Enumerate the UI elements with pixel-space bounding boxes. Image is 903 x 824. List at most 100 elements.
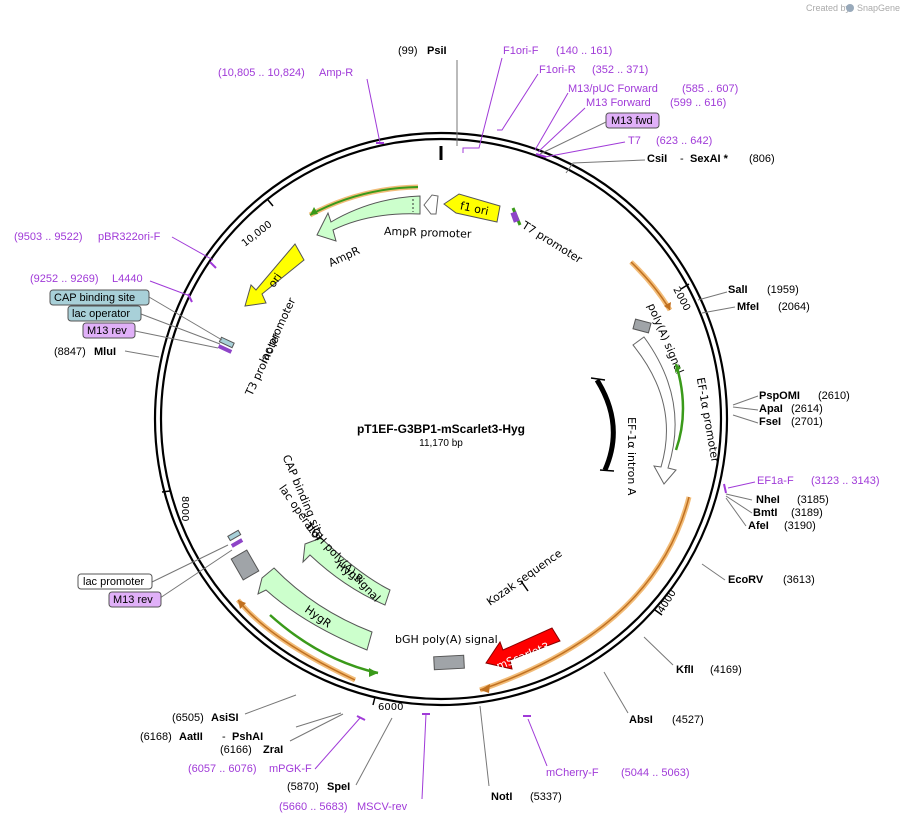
- hygr-arrow-2[interactable]: [257, 567, 373, 651]
- mpgk-primer-pos: (6057 .. 6076): [188, 763, 257, 775]
- snapgene-brand[interactable]: SnapGene: [857, 3, 900, 13]
- mfei-name[interactable]: MfeI: [737, 301, 759, 313]
- ampr-primer-name[interactable]: Amp-R: [319, 67, 353, 79]
- bmti-name[interactable]: BmtI: [753, 507, 777, 519]
- psii-name[interactable]: PsiI: [427, 45, 447, 57]
- m13-rev-box-bottom[interactable]: [108, 591, 162, 608]
- bgh-polya-box[interactable]: [433, 654, 465, 671]
- fsei-name[interactable]: FseI: [759, 416, 781, 428]
- pbr322-primer-pos: (9503 .. 9522): [14, 231, 83, 243]
- afei-name[interactable]: AfeI: [748, 520, 769, 532]
- psii-pos: (99): [398, 45, 418, 57]
- mcherry-primer-pos: (5044 .. 5063): [621, 767, 690, 779]
- noti-pos: (5337): [530, 791, 562, 803]
- asisi-name[interactable]: AsiSI: [211, 712, 239, 724]
- spei-pos: (5870): [287, 781, 319, 793]
- ef1a-primer-pos: (3123 .. 3143): [811, 475, 880, 487]
- nhei-pos: (3185): [797, 494, 829, 506]
- polya-box[interactable]: [632, 318, 652, 334]
- ef1a-primer-name[interactable]: EF1a-F: [757, 475, 794, 487]
- m13puc-pos: (585 .. 607): [682, 83, 738, 95]
- zrai-name[interactable]: ZraI: [263, 744, 283, 756]
- pshai-name[interactable]: PshAI: [232, 731, 263, 743]
- f1-ori-arrow[interactable]: [443, 193, 501, 223]
- aatii-sep: -: [222, 731, 226, 743]
- hygr-arrow-1[interactable]: [302, 537, 391, 606]
- tick-10000: 10,000: [240, 219, 274, 249]
- ampr-arrow[interactable]: [316, 195, 421, 242]
- m13puc-name[interactable]: M13/pUC Forward: [568, 83, 658, 95]
- apai-name[interactable]: ApaI: [759, 403, 783, 415]
- plasmid-size: 11,170 bp: [419, 438, 463, 449]
- ef1a-intron-label: EF-1α intron A: [625, 417, 638, 496]
- ampr-label: AmpR: [327, 244, 363, 270]
- cap-binding-box-top[interactable]: [49, 289, 150, 306]
- ecorv-pos: (3613): [783, 574, 815, 586]
- ef1a-intron-arc[interactable]: [594, 378, 616, 472]
- ef1a-promoter-label: EF-1α promoter: [694, 377, 722, 464]
- mlui-pos: (8847): [54, 346, 86, 358]
- cap-binding-top-label: CAP binding site: [54, 292, 135, 304]
- plasmid-name: pT1EF-G3BP1-mScarlet3-Hyg: [357, 422, 525, 436]
- snapgene-logo-icon: [846, 4, 854, 12]
- lac-promoter-box[interactable]: [77, 573, 153, 590]
- backbone-inner: [159, 137, 723, 701]
- csii-name[interactable]: CsiI: [647, 153, 667, 165]
- bgh-polya-left-box[interactable]: [230, 549, 260, 581]
- aatii-name[interactable]: AatII: [179, 731, 203, 743]
- m13-rev-bottom-label: M13 rev: [113, 594, 153, 606]
- spei-name[interactable]: SpeI: [327, 781, 350, 793]
- f1ori-f-name[interactable]: F1ori-F: [503, 45, 539, 57]
- ori-arrow[interactable]: [244, 243, 305, 307]
- l4440-primer-pos: (9252 .. 9269): [30, 273, 99, 285]
- noti-name[interactable]: NotI: [491, 791, 512, 803]
- lac-promoter-box-label: lac promoter: [83, 576, 144, 588]
- m13-rev-box-top[interactable]: [82, 322, 136, 339]
- lac-operator-box-top[interactable]: [67, 305, 142, 322]
- sexai-name[interactable]: SexAI *: [690, 153, 729, 165]
- f1ori-r-name[interactable]: F1ori-R: [539, 64, 576, 76]
- hygr-orf-arc: [269, 614, 379, 675]
- ampr-promoter-arrow[interactable]: [423, 194, 439, 215]
- pspomi-name[interactable]: PspOMI: [759, 390, 800, 402]
- m13-fwd-box-label: M13 fwd: [611, 115, 653, 127]
- pbr322-primer-name[interactable]: pBR322ori-F: [98, 231, 161, 243]
- f1-ori-label: f1 ori: [459, 199, 490, 218]
- kfli-name[interactable]: KflI: [676, 664, 694, 676]
- f1ori-r-pos: (352 .. 371): [592, 64, 648, 76]
- t7-name[interactable]: T7: [628, 135, 641, 147]
- sali-pos: (1959): [767, 284, 799, 296]
- absi-name[interactable]: AbsI: [629, 714, 653, 726]
- m13-fwd-box[interactable]: [605, 112, 660, 129]
- created-by-text: Created by: [806, 3, 851, 13]
- kfli-pos: (4169): [710, 664, 742, 676]
- ef1a-green-arc: [674, 363, 685, 451]
- bgh-polya-center-label: bGH poly(A) signal: [395, 633, 498, 646]
- sali-name[interactable]: SalI: [728, 284, 748, 296]
- fsei-pos: (2701): [791, 416, 823, 428]
- m13fwd-long-pos: (599 .. 616): [670, 97, 726, 109]
- csii-pos: (806): [749, 153, 775, 165]
- tick-6000: 6000: [378, 702, 403, 713]
- mscarlet3-arrow[interactable]: [485, 627, 561, 670]
- apai-pos: (2614): [791, 403, 823, 415]
- nhei-name[interactable]: NheI: [756, 494, 780, 506]
- mlui-name[interactable]: MluI: [94, 346, 116, 358]
- t7-pos: (623 .. 642): [656, 135, 712, 147]
- ecorv-name[interactable]: EcoRV: [728, 574, 764, 586]
- tick-4000: 4000: [656, 588, 679, 615]
- m13fwd-long-name[interactable]: M13 Forward: [586, 97, 651, 109]
- mscv-primer-name[interactable]: MSCV-rev: [357, 801, 408, 813]
- g3bp1-orf-arc: [479, 496, 690, 691]
- zrai-pos: (6166): [220, 744, 252, 756]
- mcherry-primer-name[interactable]: mCherry-F: [546, 767, 599, 779]
- csii-sep: -: [680, 153, 684, 165]
- aatii-pos: (6168): [140, 731, 172, 743]
- backbone-outer: [153, 131, 729, 707]
- afei-pos: (3190): [784, 520, 816, 532]
- mpgk-primer-name[interactable]: mPGK-F: [269, 763, 312, 775]
- l4440-primer-name[interactable]: L4440: [112, 273, 143, 285]
- ef1a-promoter-arrow[interactable]: [632, 336, 677, 485]
- t7-promoter-label: T7 promoter: [519, 218, 585, 266]
- pspomi-pos: (2610): [818, 390, 850, 402]
